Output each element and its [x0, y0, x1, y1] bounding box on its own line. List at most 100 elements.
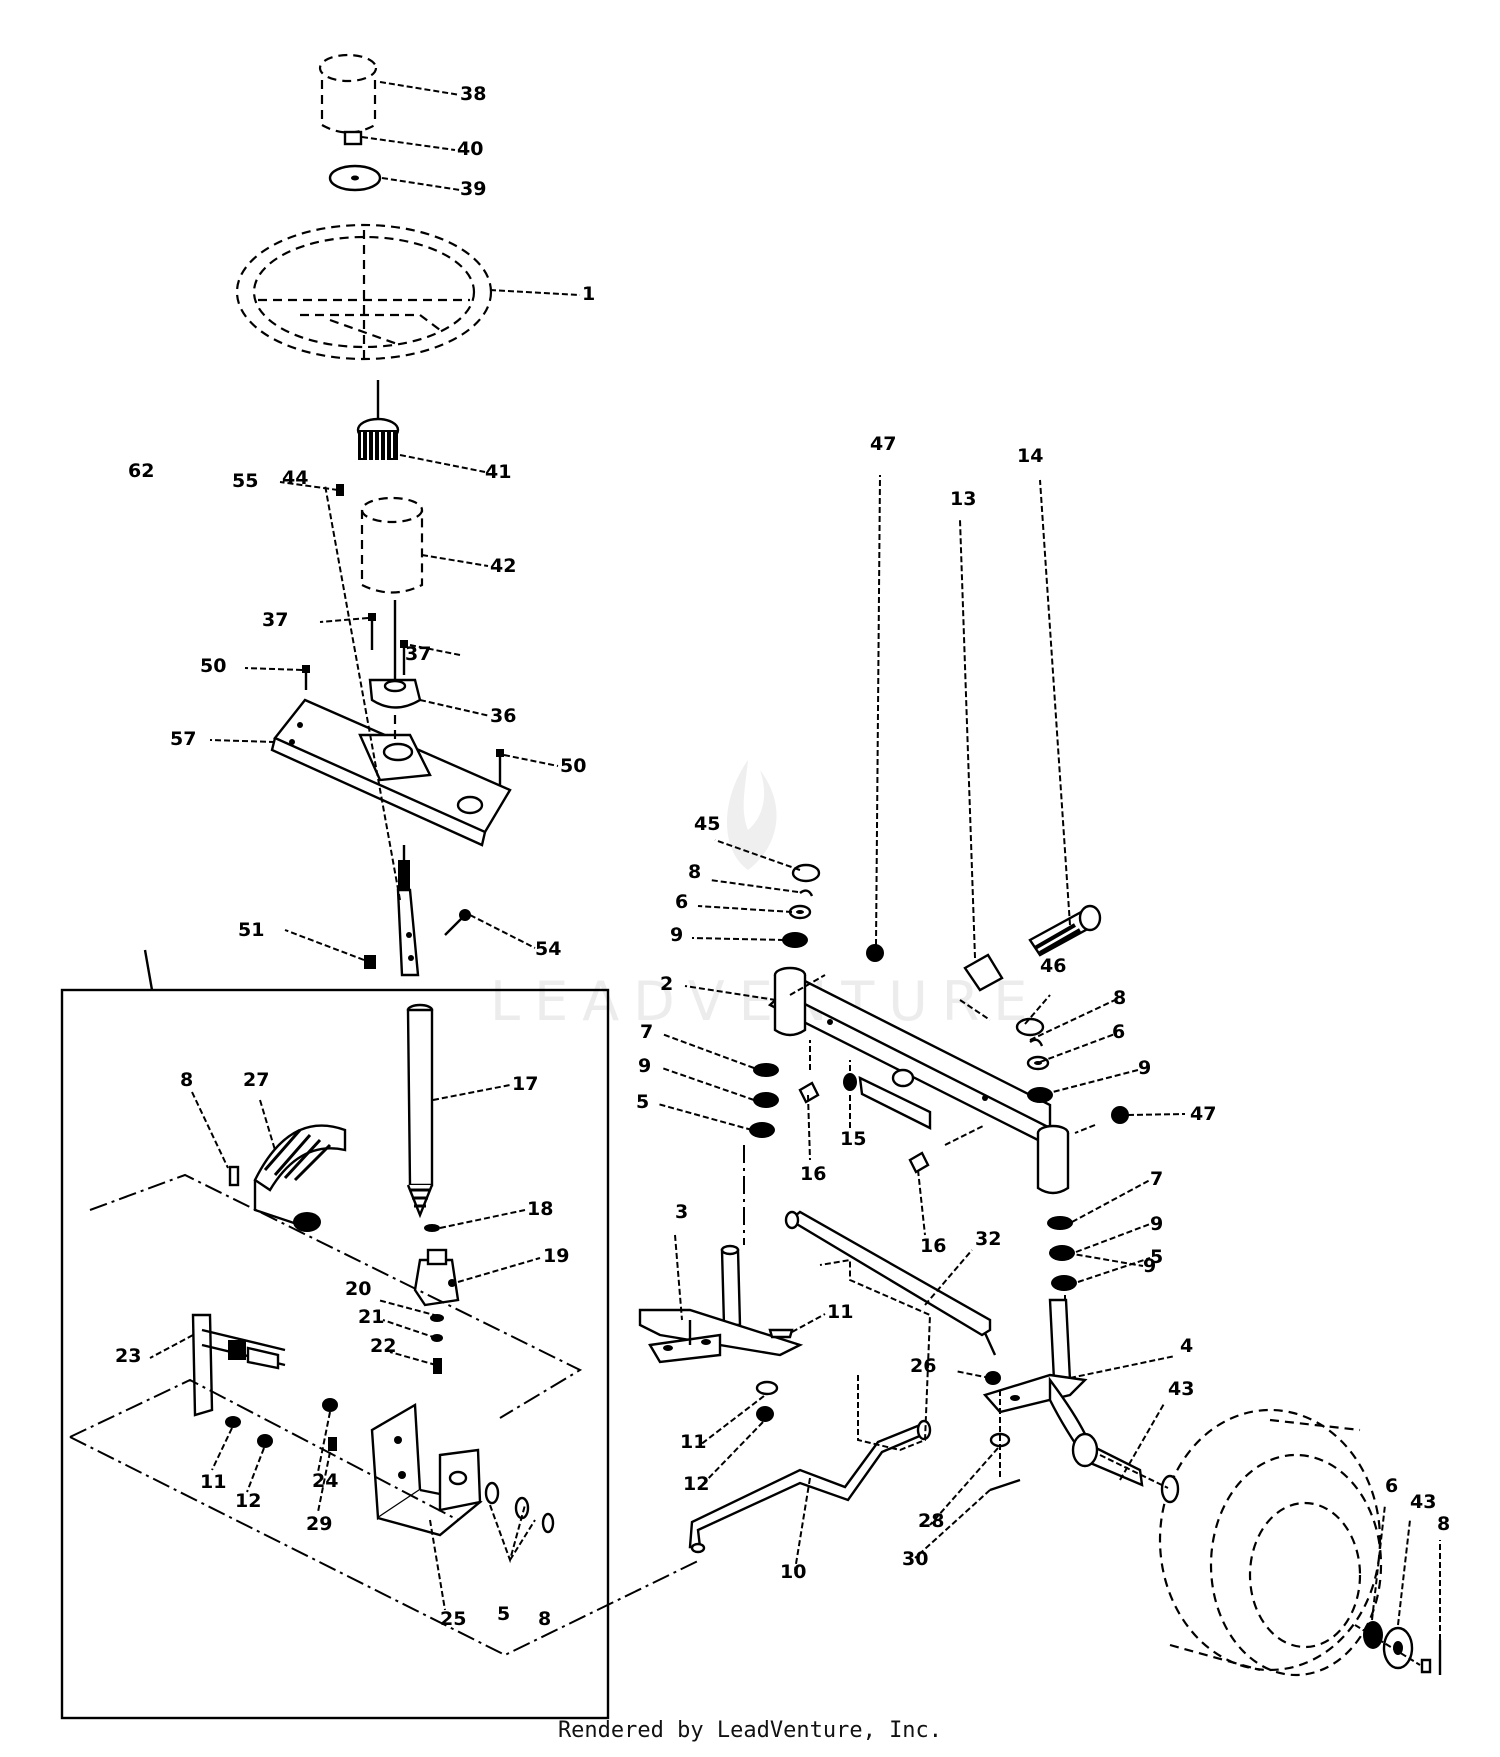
callout-45[interactable]: 45: [694, 813, 720, 835]
bolt-54[interactable]: [444, 909, 471, 936]
callout-25[interactable]: 25: [440, 1608, 466, 1630]
callout-27[interactable]: 27: [243, 1069, 269, 1091]
pin-30[interactable]: [989, 1478, 1021, 1492]
pin-16-left[interactable]: [798, 1081, 820, 1104]
bolt-14[interactable]: [1028, 904, 1102, 957]
spring-21[interactable]: [431, 1334, 443, 1342]
callout-8[interactable]: 8: [180, 1069, 193, 1091]
nut-51[interactable]: [364, 955, 376, 969]
bolt-50-a[interactable]: [302, 665, 310, 690]
callout-5[interactable]: 5: [497, 1603, 510, 1625]
callout-12[interactable]: 12: [683, 1473, 709, 1495]
bracket-25[interactable]: [370, 1402, 483, 1537]
tie-rod-32[interactable]: [784, 1210, 997, 1356]
spindle-3-left[interactable]: [638, 1244, 804, 1364]
grease-fitting-47-right[interactable]: [1111, 1106, 1129, 1124]
pinion-gear-27[interactable]: [253, 1124, 347, 1232]
washer-7-left[interactable]: [753, 1063, 779, 1077]
callout-54[interactable]: 54: [535, 938, 561, 960]
nut-12-sub[interactable]: [257, 1434, 273, 1448]
callout-8[interactable]: 8: [1113, 987, 1126, 1009]
callout-37[interactable]: 37: [405, 643, 431, 665]
washer-5-sub-b[interactable]: [514, 1496, 530, 1520]
callout-6[interactable]: 6: [1385, 1475, 1398, 1497]
callout-6[interactable]: 6: [1112, 1021, 1125, 1043]
mounting-plate-57[interactable]: [270, 698, 512, 847]
spindle-tube-right[interactable]: [1036, 1124, 1070, 1195]
bushing-36[interactable]: [368, 600, 422, 709]
callout-47[interactable]: 47: [870, 433, 896, 455]
callout-2[interactable]: 2: [660, 973, 673, 995]
washer-18[interactable]: [424, 1224, 440, 1232]
callout-38[interactable]: 38: [460, 83, 486, 105]
bearing-9-left-top[interactable]: [782, 932, 808, 948]
callout-57[interactable]: 57: [170, 728, 196, 750]
washer-11-left-lower[interactable]: [755, 1380, 779, 1396]
callout-5[interactable]: 5: [1150, 1246, 1163, 1268]
bearing-9-right-top[interactable]: [1027, 1087, 1053, 1103]
callout-9[interactable]: 9: [670, 924, 683, 946]
callout-13[interactable]: 13: [950, 488, 976, 510]
callout-9[interactable]: 9: [1143, 1255, 1156, 1277]
callout-14[interactable]: 14: [1017, 445, 1043, 467]
washer-6-left[interactable]: [788, 904, 812, 920]
bolt-24[interactable]: [322, 1398, 338, 1412]
bolt-22[interactable]: [433, 1358, 442, 1374]
steering-shaft-44[interactable]: [396, 845, 420, 977]
callout-44[interactable]: 44: [282, 467, 308, 489]
clip-8-left[interactable]: [799, 889, 814, 897]
bolt-37-a[interactable]: [368, 613, 376, 650]
spindle-4-right[interactable]: [982, 1298, 1144, 1487]
callout-4[interactable]: 4: [1180, 1335, 1193, 1357]
pin-8-upper[interactable]: [228, 1165, 240, 1187]
callout-39[interactable]: 39: [460, 178, 486, 200]
lower-shaft-17[interactable]: [406, 1003, 434, 1219]
callout-55[interactable]: 55: [232, 470, 258, 492]
nut-26[interactable]: [985, 1371, 1001, 1385]
callout-12[interactable]: 12: [235, 1490, 261, 1512]
callout-51[interactable]: 51: [238, 919, 264, 941]
nut-12-left[interactable]: [756, 1406, 774, 1422]
cap-45[interactable]: [791, 863, 821, 883]
callout-32[interactable]: 32: [975, 1228, 1001, 1250]
steering-gear-41[interactable]: [356, 380, 400, 460]
callout-37[interactable]: 37: [262, 609, 288, 631]
callout-47[interactable]: 47: [1190, 1103, 1216, 1125]
callout-23[interactable]: 23: [115, 1345, 141, 1367]
callout-11[interactable]: 11: [200, 1471, 226, 1493]
callout-11[interactable]: 11: [827, 1301, 853, 1323]
washer-20[interactable]: [430, 1314, 444, 1322]
callout-17[interactable]: 17: [512, 1073, 538, 1095]
callout-43[interactable]: 43: [1410, 1491, 1436, 1513]
callout-28[interactable]: 28: [918, 1510, 944, 1532]
nut-15[interactable]: [843, 1073, 857, 1091]
callout-16[interactable]: 16: [800, 1163, 826, 1185]
callout-50[interactable]: 50: [560, 755, 586, 777]
washer-43-inner[interactable]: [1160, 1474, 1180, 1504]
bearing-9-left-bottom[interactable]: [753, 1092, 779, 1108]
bolt-29[interactable]: [328, 1437, 337, 1451]
callout-24[interactable]: 24: [312, 1470, 338, 1492]
callout-46[interactable]: 46: [1040, 955, 1066, 977]
sector-arm-23[interactable]: [191, 1313, 286, 1417]
grease-fitting-47-left[interactable]: [866, 944, 884, 962]
callout-9[interactable]: 9: [1150, 1213, 1163, 1235]
bolt-11-left[interactable]: [768, 1328, 794, 1339]
steering-cap-38[interactable]: [318, 53, 378, 134]
callout-9[interactable]: 9: [1138, 1057, 1151, 1079]
washer-6-right[interactable]: [1026, 1055, 1050, 1071]
callout-21[interactable]: 21: [358, 1306, 384, 1328]
clip-8-right[interactable]: [1029, 1038, 1044, 1047]
nut-40[interactable]: [343, 130, 363, 146]
callout-26[interactable]: 26: [910, 1355, 936, 1377]
cap-46[interactable]: [1015, 1017, 1045, 1037]
callout-22[interactable]: 22: [370, 1335, 396, 1357]
pin-16-right[interactable]: [908, 1151, 930, 1174]
callout-15[interactable]: 15: [840, 1128, 866, 1150]
bolt-50-b[interactable]: [496, 749, 504, 785]
callout-8[interactable]: 8: [688, 861, 701, 883]
washer-39[interactable]: [328, 164, 382, 192]
callout-8[interactable]: 8: [538, 1608, 551, 1630]
callout-29[interactable]: 29: [306, 1513, 332, 1535]
callout-7[interactable]: 7: [1150, 1168, 1163, 1190]
